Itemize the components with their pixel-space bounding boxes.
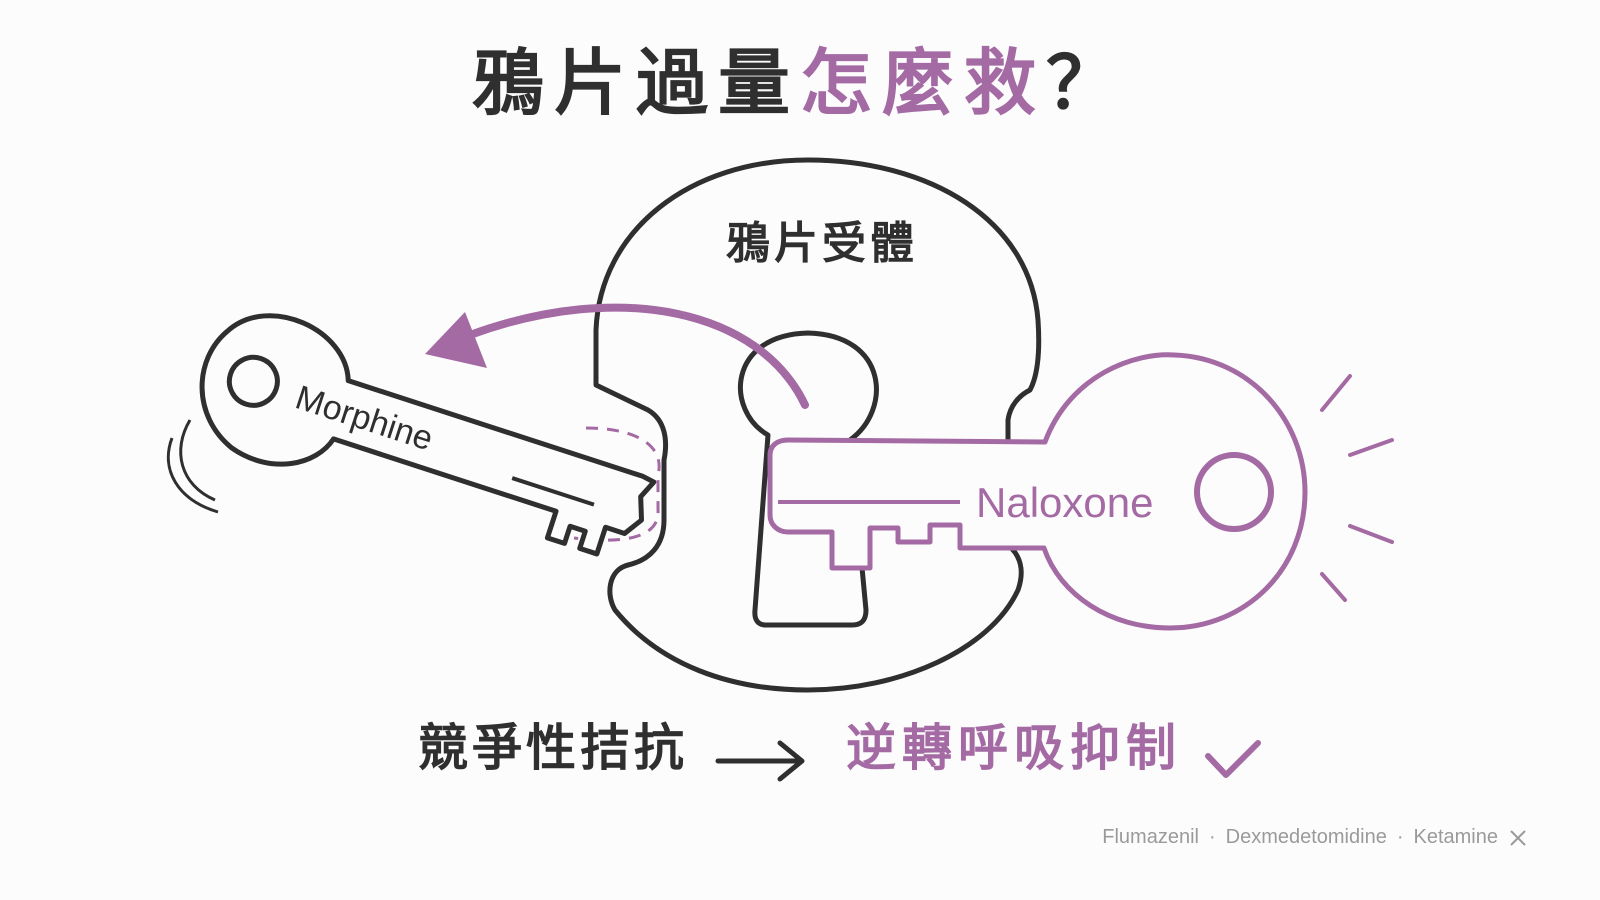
- mechanism-text: 競爭性拮抗: [418, 719, 688, 777]
- footer-item: Ketamine: [1413, 826, 1499, 848]
- close-icon[interactable]: [1508, 828, 1528, 848]
- checkmark-icon: [1205, 740, 1261, 778]
- morphine-key-outline: [199, 313, 657, 557]
- footer-item: Dexmedetomidine: [1225, 826, 1387, 848]
- glow-ray-1: [1320, 374, 1352, 412]
- displacement-arrow-curve: [466, 303, 809, 409]
- motion-line-2: [166, 437, 219, 514]
- glow-ray-4: [1320, 572, 1347, 602]
- displacement-arrow-head: [425, 312, 487, 368]
- footer-related-drugs: Flumazenil · Dexmedetomidine · Ketamine: [1102, 826, 1528, 849]
- naloxone-key: Naloxone: [767, 352, 1308, 631]
- right-arrow-icon: [715, 740, 805, 782]
- glow-ray-3: [1348, 524, 1394, 544]
- morphine-key-hole: [226, 354, 280, 408]
- footer-item: Flumazenil: [1102, 826, 1199, 848]
- title-part-dark: 鴉片過量: [471, 41, 800, 125]
- footer-separator: ·: [1208, 826, 1216, 848]
- naloxone-label: Naloxone: [976, 479, 1153, 526]
- receptor-label: 鴉片受體: [726, 218, 918, 269]
- morphine-key-groove: [511, 476, 595, 507]
- page-title: 鴉片過量怎麼救？: [0, 28, 1600, 138]
- title-part-accent: 怎麼救: [799, 41, 1046, 125]
- naloxone-key-outline: [767, 352, 1308, 631]
- naloxone-key-hole: [1194, 452, 1274, 532]
- empty-binding-site: [573, 426, 661, 542]
- bottom-summary: 競爭性拮抗 逆轉呼吸抑制: [418, 716, 1278, 786]
- footer-separator: ·: [1396, 826, 1404, 848]
- keyhole: [737, 330, 879, 628]
- glow-ray-2: [1348, 438, 1394, 457]
- receptor-lock-outline: [593, 157, 1042, 693]
- title-question-mark: ？: [1046, 41, 1129, 125]
- effect-text: 逆轉呼吸抑制: [846, 719, 1182, 777]
- motion-line-1: [179, 419, 216, 502]
